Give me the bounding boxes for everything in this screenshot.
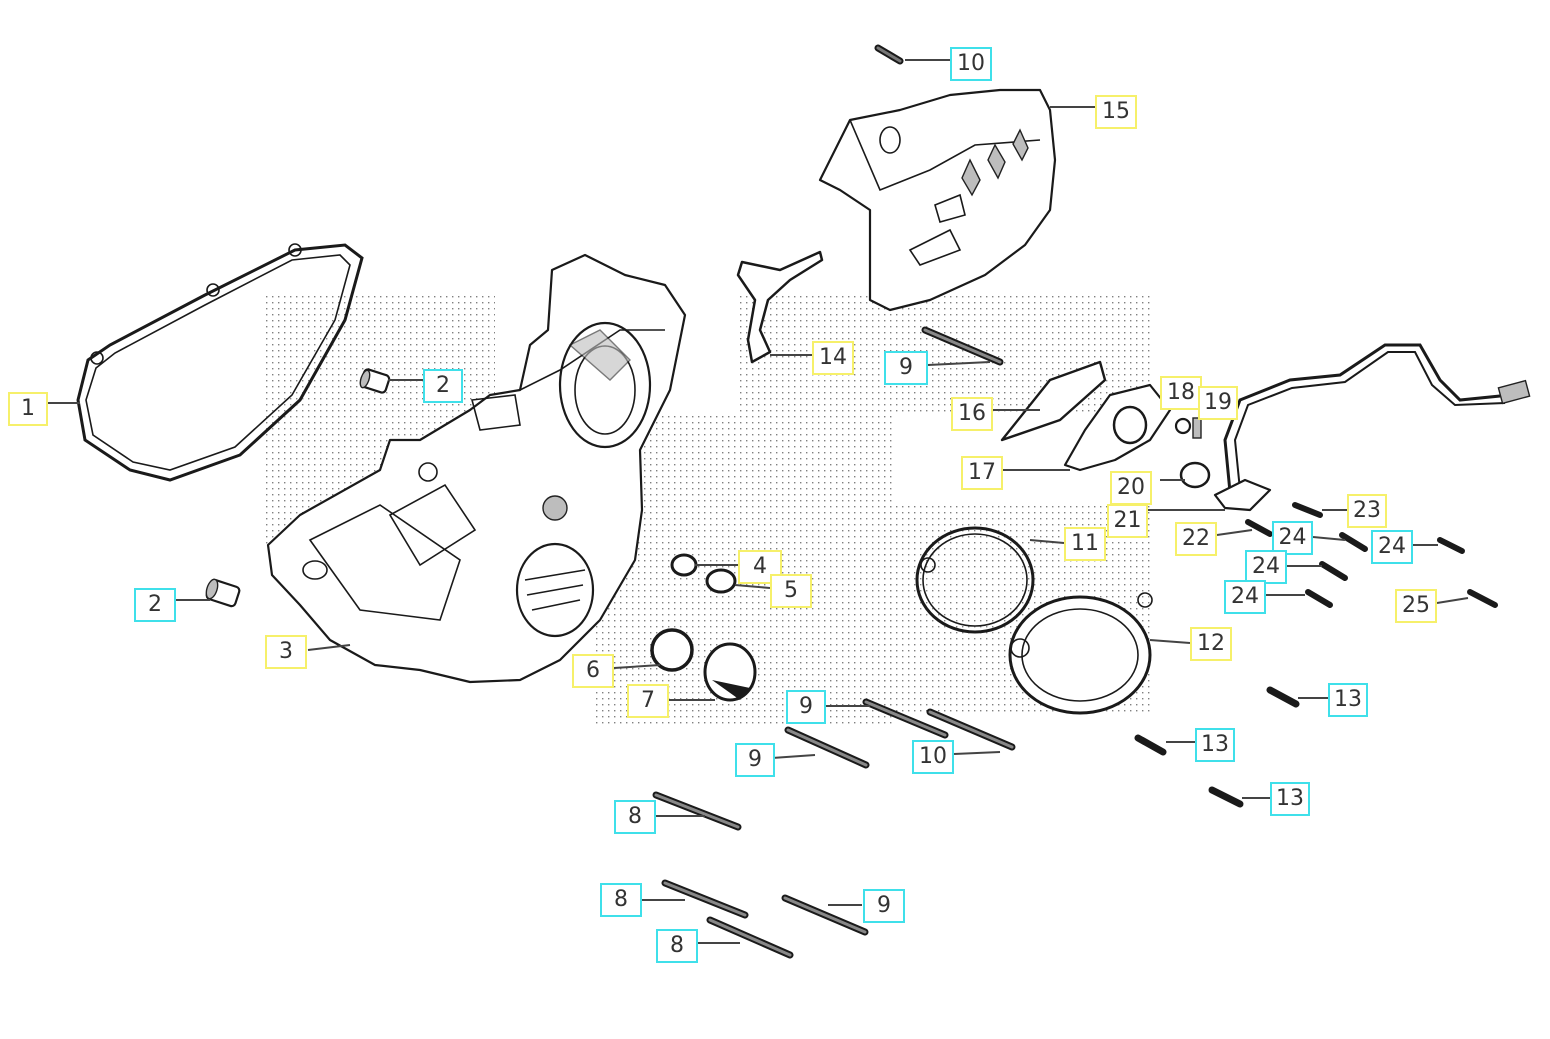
cable-clamp: [736, 250, 824, 364]
dowel-pin: [205, 578, 241, 608]
bolt-8: [661, 879, 749, 919]
grommet: [1179, 461, 1211, 489]
callout-14: 14: [812, 341, 854, 375]
crankcase-gasket: [76, 243, 364, 482]
bolt-10: [926, 708, 1016, 751]
bolt-9: [862, 698, 949, 739]
callout-7: 7: [627, 684, 669, 718]
washer-small: [1174, 417, 1192, 435]
crankcase-half: [266, 253, 687, 684]
oil-seal-large: [650, 628, 694, 672]
callout-5: 5: [770, 574, 812, 608]
dowel-pin: [359, 368, 391, 394]
bolt-25: [1467, 589, 1498, 608]
callout-25: 25: [1395, 589, 1437, 623]
gasket-hole: [206, 283, 220, 297]
seal-ring: [705, 568, 737, 594]
callout-21: 21: [1107, 504, 1148, 538]
callout-8: 8: [614, 800, 656, 834]
callout-20: 20: [1110, 471, 1152, 505]
bolts: [652, 44, 1498, 959]
callout-11: 11: [1064, 527, 1106, 561]
crankcase-gasket-inner: [85, 254, 351, 471]
leader-lines: [47, 59, 1469, 944]
bolt-8: [652, 791, 742, 831]
sensor-cable: [1213, 343, 1531, 512]
bolt-9: [921, 326, 1004, 366]
sensor-housing: [1063, 383, 1172, 472]
sprocket-cover-cap: [703, 642, 757, 702]
callout-15: 15: [1095, 95, 1137, 129]
screw-small: [1192, 417, 1202, 439]
callout-6: 6: [572, 654, 614, 688]
callout-9: 9: [884, 351, 928, 385]
bolt-9: [784, 726, 870, 769]
gasket-hole: [288, 243, 302, 257]
bolt-8: [706, 916, 794, 959]
protective-cover: [818, 88, 1057, 312]
callout-24: 24: [1224, 580, 1266, 614]
cover-gasket: [915, 526, 1035, 634]
callout-13: 13: [1270, 782, 1310, 816]
bolt-24: [1437, 537, 1465, 554]
callout-10: 10: [950, 47, 992, 81]
bolt-10: [874, 44, 904, 65]
bolt-13: [1134, 734, 1167, 756]
oil-seal-small: [670, 553, 698, 577]
bolt-13: [1208, 786, 1244, 808]
callout-24: 24: [1245, 550, 1287, 584]
callout-23: 23: [1347, 494, 1387, 528]
bolt-24: [1319, 561, 1348, 581]
callout-12: 12: [1190, 627, 1232, 661]
callout-10: 10: [912, 740, 954, 774]
bolt-24: [1339, 532, 1368, 552]
callout-22: 22: [1175, 522, 1217, 556]
callout-24: 24: [1272, 521, 1313, 555]
callout-9: 9: [786, 690, 826, 724]
callout-16: 16: [951, 397, 993, 431]
callout-19: 19: [1198, 386, 1238, 420]
bolt-23: [1292, 502, 1323, 518]
sensor-gasket: [1000, 360, 1107, 442]
gasket-hole: [90, 351, 104, 365]
callout-2: 2: [423, 369, 463, 403]
callout-2: 2: [134, 588, 176, 622]
bolt-24: [1305, 589, 1333, 608]
callout-13: 13: [1195, 728, 1235, 762]
bolt-9: [781, 894, 869, 936]
callout-1: 1: [8, 392, 48, 426]
callout-9: 9: [735, 743, 775, 777]
callout-13: 13: [1328, 683, 1368, 717]
callout-24: 24: [1371, 530, 1413, 564]
callout-8: 8: [600, 883, 642, 917]
callout-9: 9: [863, 889, 905, 923]
callout-17: 17: [961, 456, 1003, 490]
callout-18: 18: [1160, 376, 1202, 410]
bolt-22: [1245, 519, 1273, 537]
callout-3: 3: [265, 635, 307, 669]
round-cover: [1008, 592, 1153, 715]
bolt-13: [1266, 686, 1300, 708]
callout-8: 8: [656, 929, 698, 963]
